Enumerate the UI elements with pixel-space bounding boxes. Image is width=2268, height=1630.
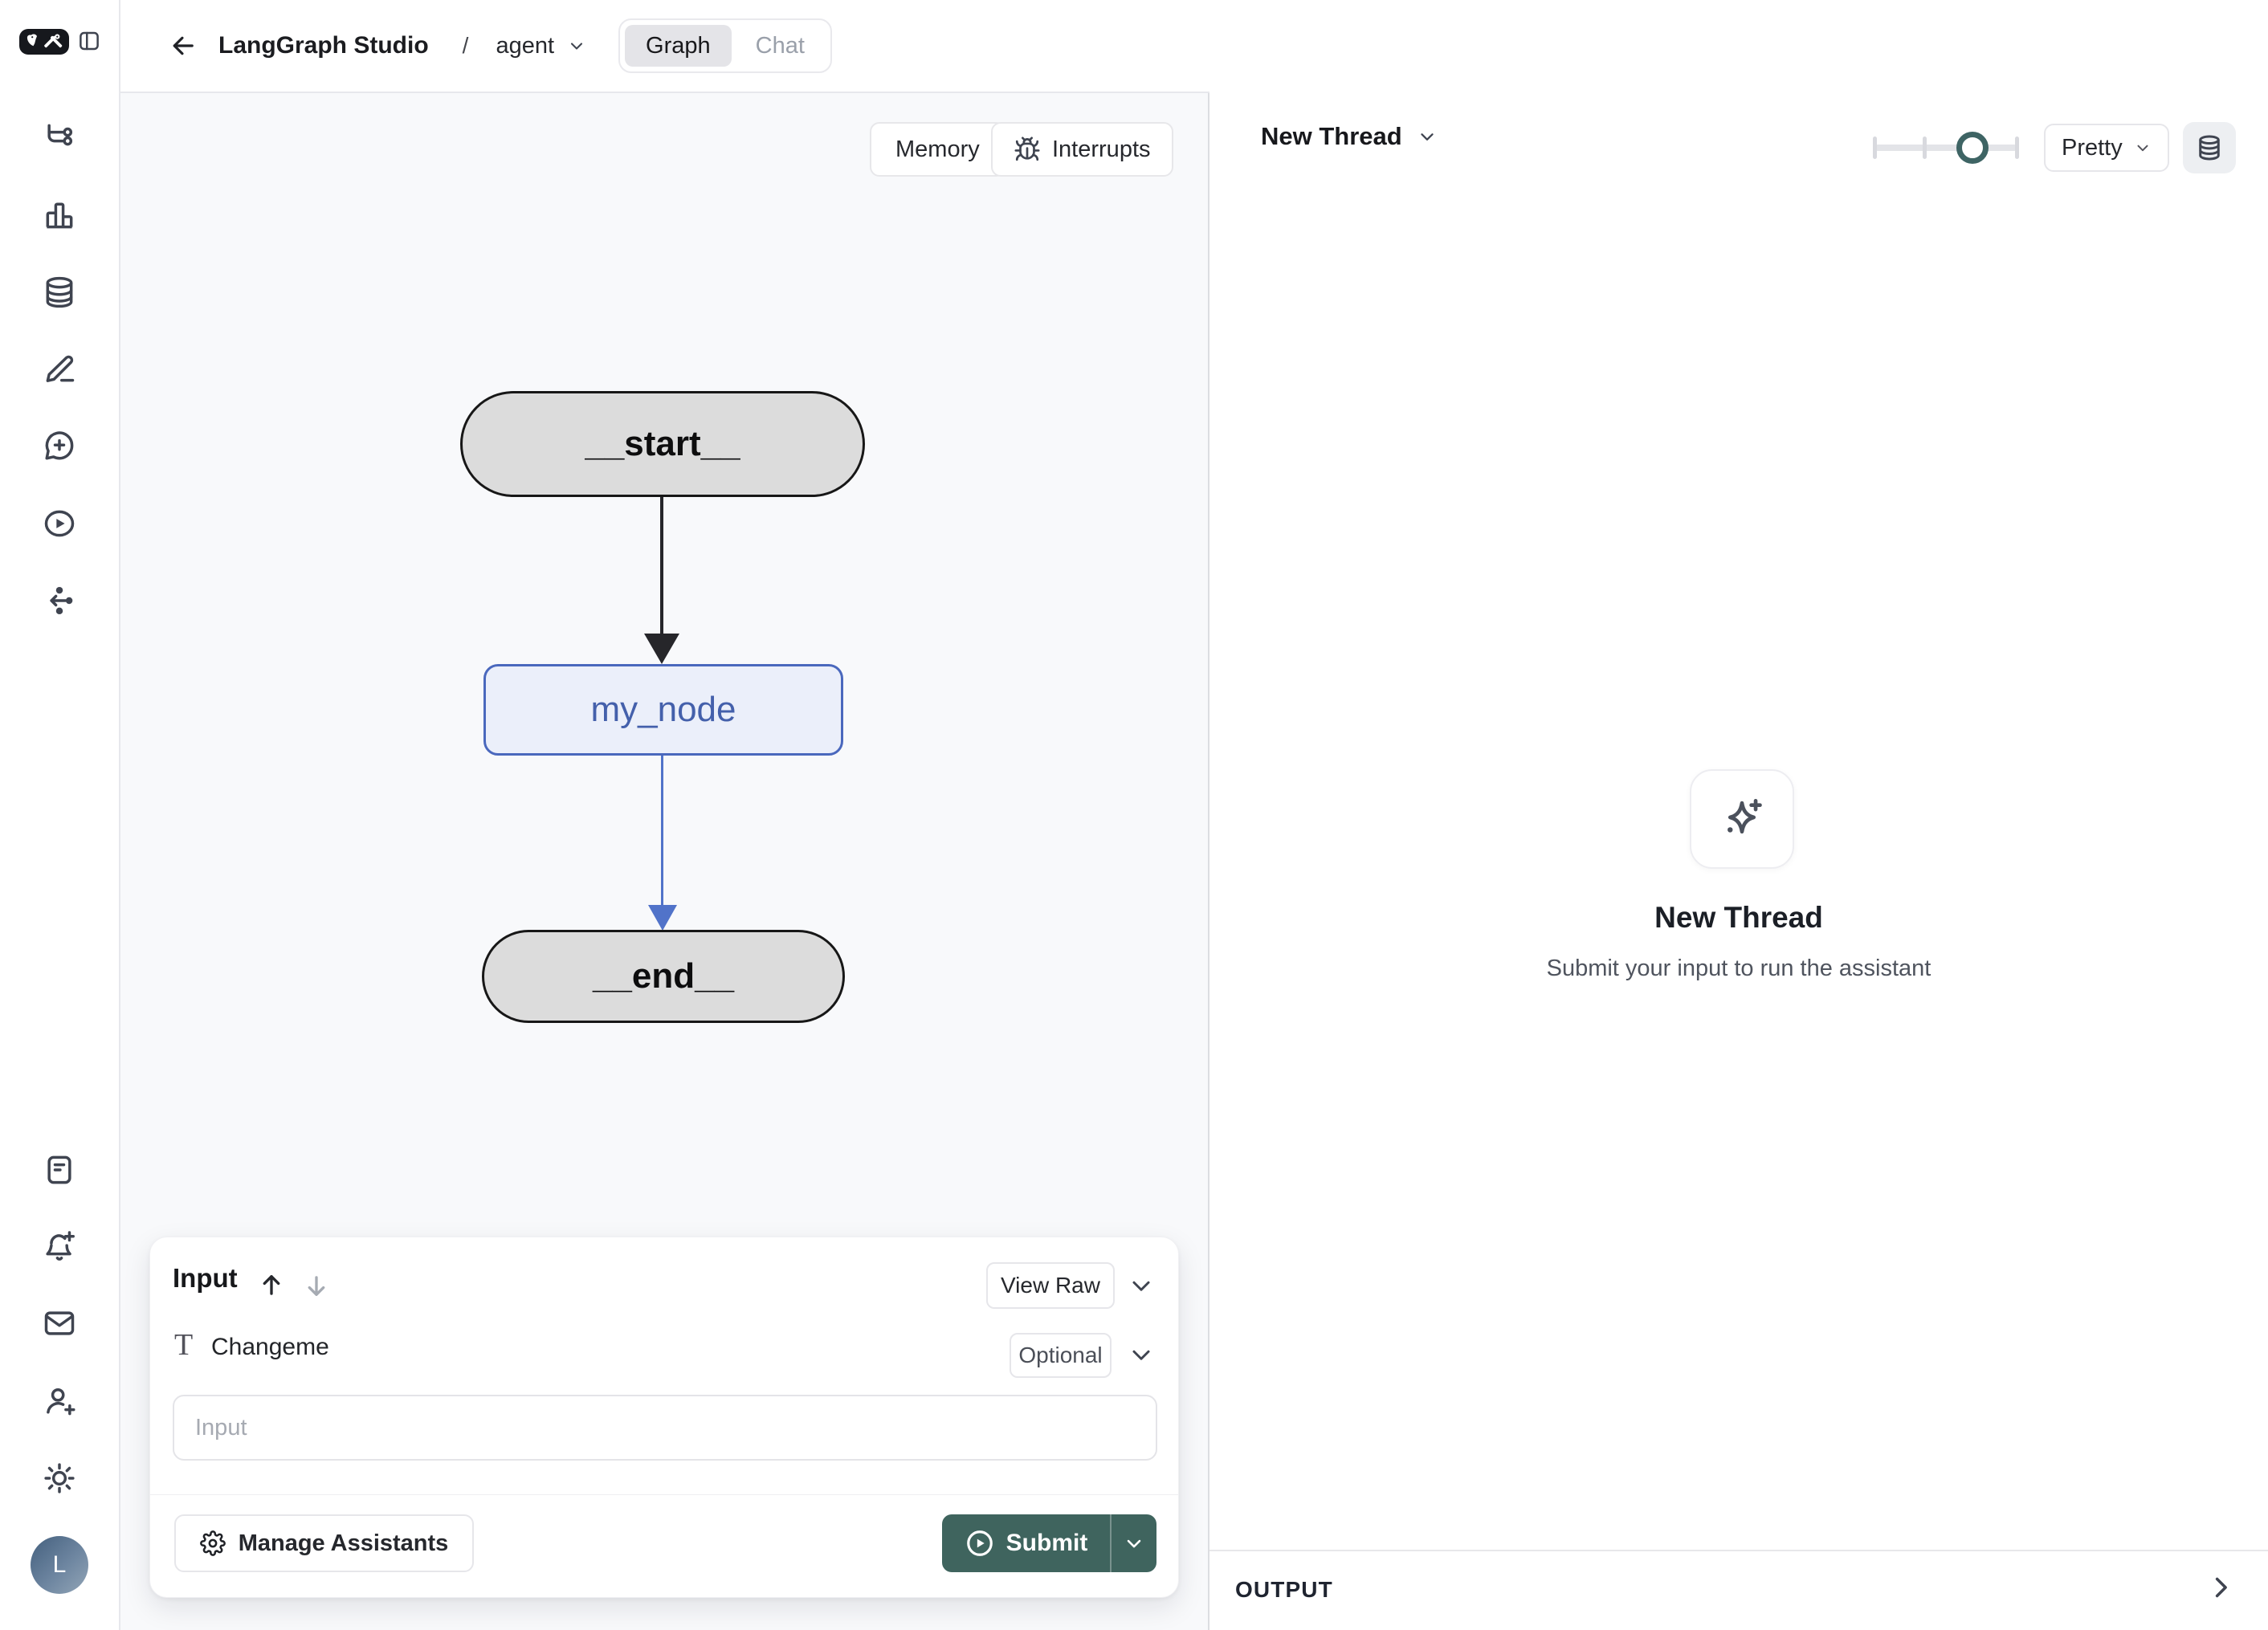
slider-tick-mid <box>1923 137 1927 159</box>
view-mode-tabs: Graph Chat <box>618 18 832 73</box>
input-panel-title: Input <box>173 1263 238 1293</box>
chevron-down-icon <box>570 43 583 50</box>
empty-state-title: New Thread <box>1654 901 1823 934</box>
text-type-icon: T <box>174 1328 194 1362</box>
memory-button[interactable]: Memory <box>870 122 1006 177</box>
chevron-right-icon[interactable] <box>2204 1571 2237 1604</box>
submit-button[interactable]: Submit <box>942 1514 1110 1572</box>
memory-label: Memory <box>895 136 980 162</box>
input-panel: Input View Raw T Changeme Optional <box>149 1237 1179 1598</box>
chat-plus-icon[interactable] <box>42 428 77 463</box>
submit-options-chevron[interactable] <box>1112 1514 1156 1572</box>
sparkles-icon <box>1728 798 1762 834</box>
notes-icon[interactable] <box>42 1152 77 1188</box>
graph-node-start[interactable]: __start__ <box>460 391 865 497</box>
graph-node-my-node[interactable]: my_node <box>483 664 843 756</box>
output-section[interactable]: OUTPUT <box>1209 1550 2268 1630</box>
app-title: LangGraph Studio <box>218 32 429 59</box>
agent-name: agent <box>496 32 555 59</box>
manage-assistants-button[interactable]: Manage Assistants <box>174 1514 474 1572</box>
empty-state-subtitle: Submit your input to run the assistant <box>1546 956 1931 981</box>
bug-icon <box>1014 136 1041 163</box>
output-label: OUTPUT <box>1235 1577 1333 1602</box>
play-circle-icon[interactable] <box>42 506 77 541</box>
render-mode-select[interactable]: Pretty <box>2044 124 2169 172</box>
thread-panel: New Thread Pretty <box>1209 0 2268 1630</box>
panel-toggle-icon[interactable] <box>77 29 101 53</box>
arrow-down-icon[interactable] <box>301 1271 332 1302</box>
zoom-slider[interactable] <box>1873 130 2019 165</box>
manage-assistants-label: Manage Assistants <box>238 1530 449 1556</box>
avatar-initial: L <box>52 1551 67 1578</box>
slider-knob[interactable] <box>1956 132 1989 164</box>
view-raw-button[interactable]: View Raw <box>986 1262 1115 1309</box>
panel-divider <box>1208 93 1209 1630</box>
edge-start-to-mynode <box>660 497 663 635</box>
tab-graph[interactable]: Graph <box>625 25 732 67</box>
agent-selector[interactable]: agent <box>496 33 586 59</box>
interrupts-label: Interrupts <box>1052 136 1151 162</box>
distribute-icon[interactable] <box>42 583 77 618</box>
collapse-input-chevron-icon[interactable] <box>1127 1271 1156 1300</box>
workflow-icon[interactable] <box>42 120 77 155</box>
tab-chat[interactable]: Chat <box>755 32 805 59</box>
user-plus-icon[interactable] <box>42 1383 77 1419</box>
bell-plus-icon[interactable] <box>42 1229 77 1265</box>
pencil-icon[interactable] <box>42 351 77 386</box>
chevron-down-icon <box>1421 133 1434 141</box>
play-circle-icon <box>965 1528 995 1559</box>
submit-label: Submit <box>1006 1530 1088 1556</box>
view-raw-label: View Raw <box>1001 1273 1100 1298</box>
graph-node-end[interactable]: __end__ <box>482 930 845 1023</box>
gear-icon <box>199 1530 226 1556</box>
back-arrow-icon[interactable] <box>169 31 198 60</box>
thread-selector[interactable]: New Thread <box>1261 122 1438 151</box>
bar-chart-icon[interactable] <box>42 198 77 233</box>
thread-selector-label: New Thread <box>1261 122 1402 150</box>
field-label: Changeme <box>211 1334 329 1360</box>
slider-tick-end <box>2015 137 2019 159</box>
chevron-down-icon <box>2137 145 2148 152</box>
optional-badge: Optional <box>1010 1333 1112 1378</box>
field-chevron-icon[interactable] <box>1127 1340 1156 1369</box>
database-icon <box>2199 135 2220 161</box>
database-icon[interactable] <box>42 275 77 310</box>
mail-icon[interactable] <box>42 1306 77 1341</box>
submit-split-button: Submit <box>942 1514 1156 1572</box>
sun-icon[interactable] <box>42 1461 77 1496</box>
state-database-button[interactable] <box>2183 122 2236 173</box>
optional-label: Optional <box>1018 1343 1103 1367</box>
breadcrumb-separator: / <box>462 33 469 58</box>
render-mode-label: Pretty <box>2062 134 2123 161</box>
langchain-logo <box>19 29 69 55</box>
edge-mynode-to-end <box>661 756 663 907</box>
submit-divider <box>1110 1514 1112 1572</box>
top-header: LangGraph Studio / agent Graph Chat <box>120 0 1209 93</box>
edge-arrowhead-blue <box>648 905 677 931</box>
input-panel-footer: Manage Assistants Submit <box>150 1494 1178 1597</box>
interrupts-button[interactable]: Interrupts <box>991 122 1173 177</box>
input-field[interactable] <box>173 1395 1157 1461</box>
slider-track[interactable] <box>1874 145 2017 151</box>
edge-arrowhead-black <box>644 634 679 664</box>
slider-tick-start <box>1873 137 1877 159</box>
left-sidebar: L <box>0 0 120 1630</box>
new-thread-illustration <box>1690 769 1794 869</box>
arrow-up-icon[interactable] <box>256 1269 287 1300</box>
user-avatar[interactable]: L <box>31 1536 88 1594</box>
